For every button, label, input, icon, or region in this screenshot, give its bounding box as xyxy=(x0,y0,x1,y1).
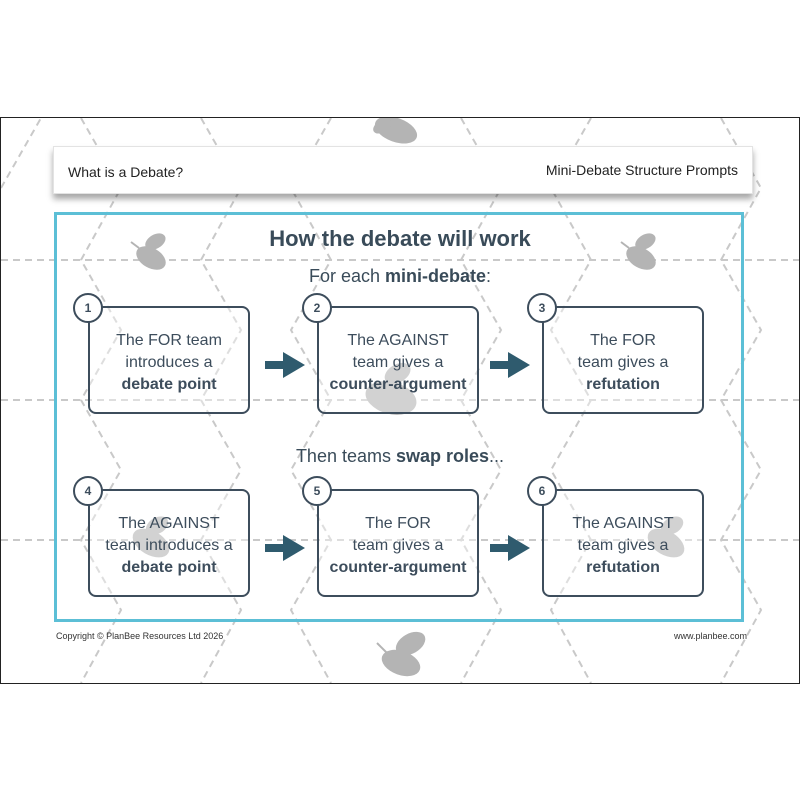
step-keyword: refutation xyxy=(586,376,660,393)
bee-icon xyxy=(620,233,656,270)
subtitle-swap-roles: Then teams swap roles... xyxy=(1,446,799,467)
step-box-3: The FOR team gives a refutation xyxy=(542,306,704,414)
step-box-1: The FOR team introduces a debate point xyxy=(88,306,250,414)
footer-website: www.planbee.com xyxy=(673,631,747,641)
bee-icon xyxy=(130,233,166,270)
step-text: The AGAINST team gives a refutation xyxy=(544,513,702,579)
step-number-badge: 2 xyxy=(302,293,332,323)
step-line: The AGAINST xyxy=(118,515,220,532)
subtitle-suffix: ... xyxy=(489,446,505,466)
step-number-badge: 5 xyxy=(302,476,332,506)
step-line: The FOR xyxy=(590,332,656,349)
subtitle-bold-text: swap roles xyxy=(395,446,490,466)
step-number-badge: 4 xyxy=(73,476,103,506)
step-line: team gives a xyxy=(352,537,444,554)
arrow-right-icon xyxy=(490,535,530,561)
step-text: The FOR team gives a counter-argument xyxy=(319,513,477,579)
step-text: The AGAINST team introduces a debate poi… xyxy=(90,513,248,579)
bee-icon xyxy=(647,516,685,558)
bee-icon xyxy=(132,516,170,558)
step-text: The FOR team gives a refutation xyxy=(544,330,702,396)
step-box-5: The FOR team gives a counter-argument xyxy=(317,489,479,597)
subtitle-bold-text: mini-debate xyxy=(385,266,487,286)
step-line: introduces a xyxy=(125,354,213,371)
subtitle-suffix: : xyxy=(486,266,492,286)
arrow-right-icon xyxy=(490,352,530,378)
step-keyword: debate point xyxy=(121,376,217,393)
step-box-6: The AGAINST team gives a refutation xyxy=(542,489,704,597)
bee-icon xyxy=(373,118,418,144)
step-number-badge: 1 xyxy=(73,293,103,323)
subtitle-text: For each xyxy=(308,266,385,286)
subtitle-text: Then teams xyxy=(295,446,396,466)
step-line: team gives a xyxy=(577,537,669,554)
subtitle-mini-debate: For each mini-debate: xyxy=(1,266,799,287)
bee-icon xyxy=(376,631,426,677)
step-line: The FOR xyxy=(365,515,431,532)
step-box-4: The AGAINST team introduces a debate poi… xyxy=(88,489,250,597)
step-text: The FOR team introduces a debate point xyxy=(90,330,248,396)
step-keyword: counter-argument xyxy=(329,559,467,576)
header-bar: What is a Debate? Mini-Debate Structure … xyxy=(53,146,753,194)
step-keyword: debate point xyxy=(121,559,217,576)
step-line: team gives a xyxy=(577,354,669,371)
footer-copyright: Copyright © PlanBee Resources Ltd 2026 xyxy=(56,631,224,641)
step-line: team introduces a xyxy=(105,537,233,554)
step-line: The AGAINST xyxy=(347,332,449,349)
step-keyword: refutation xyxy=(586,559,660,576)
step-line: team gives a xyxy=(352,354,444,371)
header-subtitle: Mini-Debate Structure Prompts xyxy=(545,162,738,178)
arrow-right-icon xyxy=(265,535,305,561)
step-text: The AGAINST team gives a counter-argumen… xyxy=(319,330,477,396)
step-number-badge: 6 xyxy=(527,476,557,506)
step-number-badge: 3 xyxy=(527,293,557,323)
worksheet-page: What is a Debate? Mini-Debate Structure … xyxy=(0,117,800,684)
page-title: How the debate will work xyxy=(269,226,531,251)
arrow-right-icon xyxy=(265,352,305,378)
header-title: What is a Debate? xyxy=(68,164,184,180)
step-box-2: The AGAINST team gives a counter-argumen… xyxy=(317,306,479,414)
step-keyword: counter-argument xyxy=(329,376,467,393)
step-line: The AGAINST xyxy=(572,515,674,532)
step-line: The FOR team xyxy=(116,332,222,349)
main-content-frame xyxy=(54,212,744,622)
bee-icon xyxy=(365,362,417,415)
